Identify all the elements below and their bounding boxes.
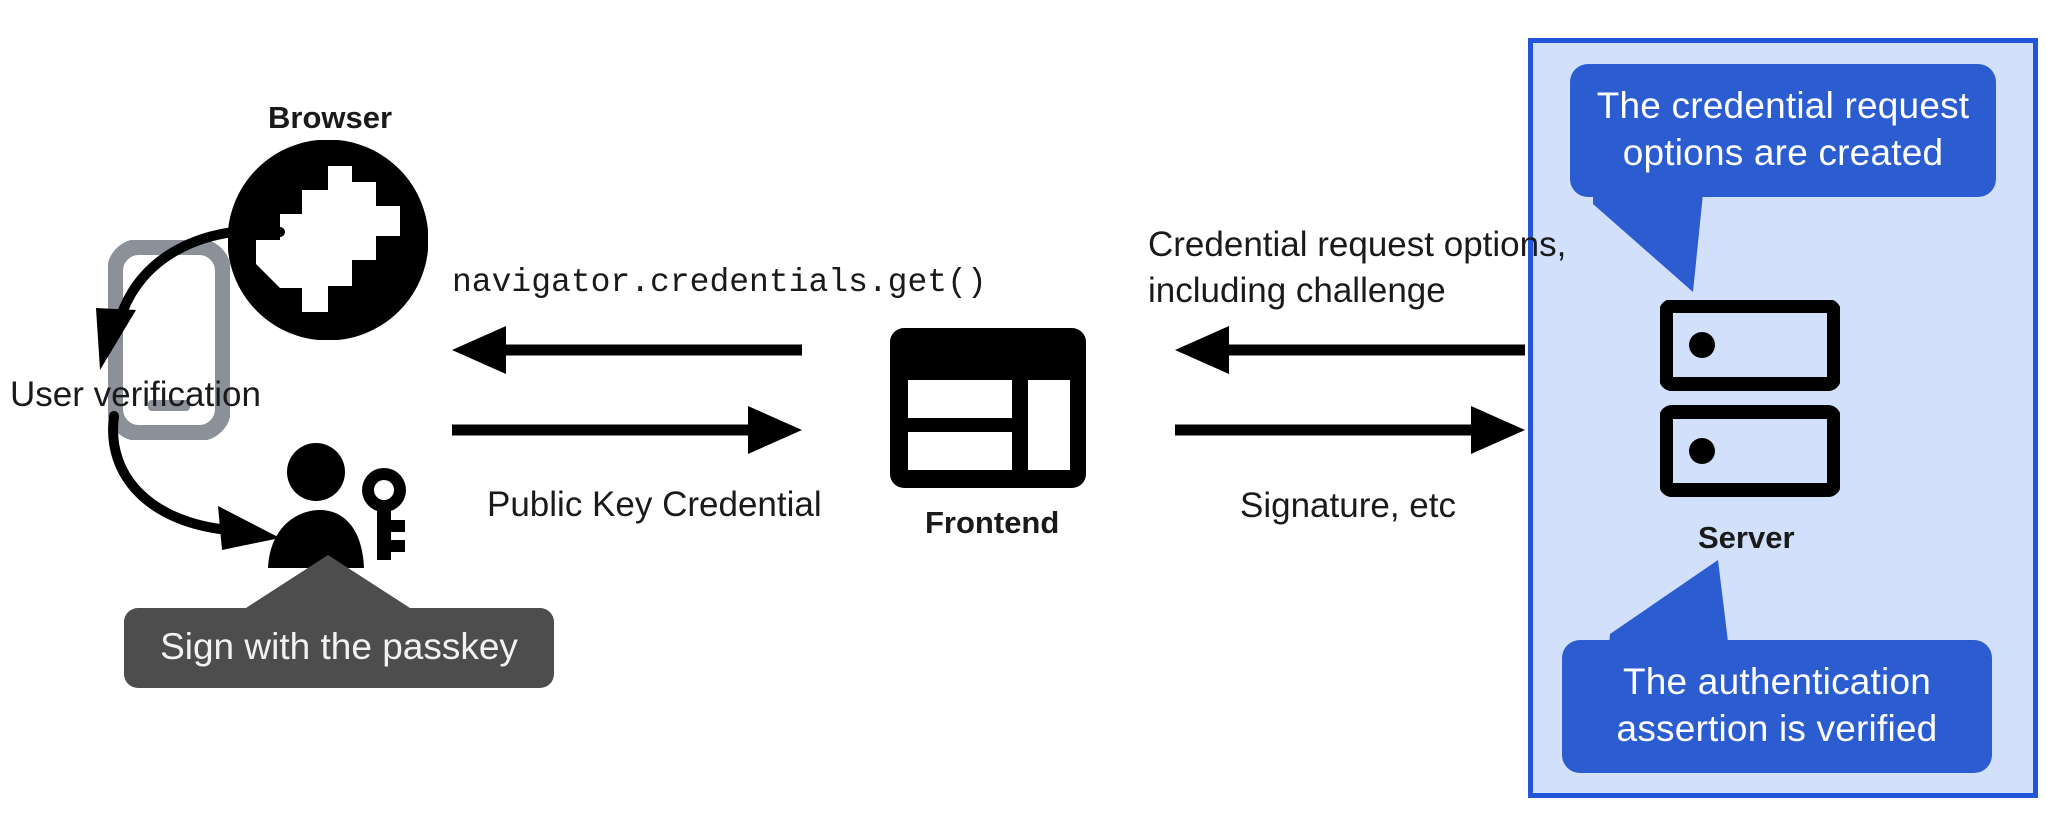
callout-bottom-line2: assertion is verified (1616, 708, 1938, 750)
passkey-tooltip-tail-icon (232, 555, 424, 617)
flow-label-navigator-credentials-get: navigator.credentials.get() (452, 264, 987, 301)
person-with-key-icon (268, 443, 406, 568)
callout-authentication-assertion: The authentication assertion is verified (1562, 640, 1992, 773)
callout-bottom-tail-icon (1608, 560, 1730, 658)
callout-top-tail-icon (1593, 174, 1705, 292)
passkey-tooltip: Sign with the passkey (124, 608, 554, 688)
flow-label-signature-etc: Signature, etc (1240, 486, 1456, 525)
arrow-server-to-frontend-icon (1175, 326, 1525, 374)
server-label: Server (1698, 520, 1795, 555)
user-verification-label: User verification (10, 375, 261, 414)
arrow-frontend-to-browser-icon (452, 326, 802, 374)
user-verification-arrow-right-icon (108, 411, 280, 550)
dashboard-icon (890, 328, 1086, 488)
flow-label-public-key-credential: Public Key Credential (487, 485, 822, 524)
frontend-label: Frontend (925, 505, 1060, 540)
globe-icon (228, 140, 428, 340)
callout-bottom-line1: The authentication (1622, 661, 1932, 702)
browser-label: Browser (268, 100, 393, 135)
user-verification-arrow-down-icon (96, 225, 285, 370)
arrow-frontend-to-server-icon (1175, 406, 1525, 454)
cred-req-line2: including challenge (1148, 270, 1446, 310)
cred-req-line1: Credential request options, (1148, 225, 1567, 264)
arrow-browser-to-frontend-icon (452, 406, 802, 454)
callout-top-line1: The credential request (1596, 85, 1970, 126)
server-rack-icon (1660, 300, 1840, 497)
callout-top-line2: options are created (1622, 132, 1944, 174)
flow-label-credential-request-options: Credential request options, including ch… (1148, 222, 1566, 313)
callout-credential-request-options: The credential request options are creat… (1570, 64, 1996, 197)
